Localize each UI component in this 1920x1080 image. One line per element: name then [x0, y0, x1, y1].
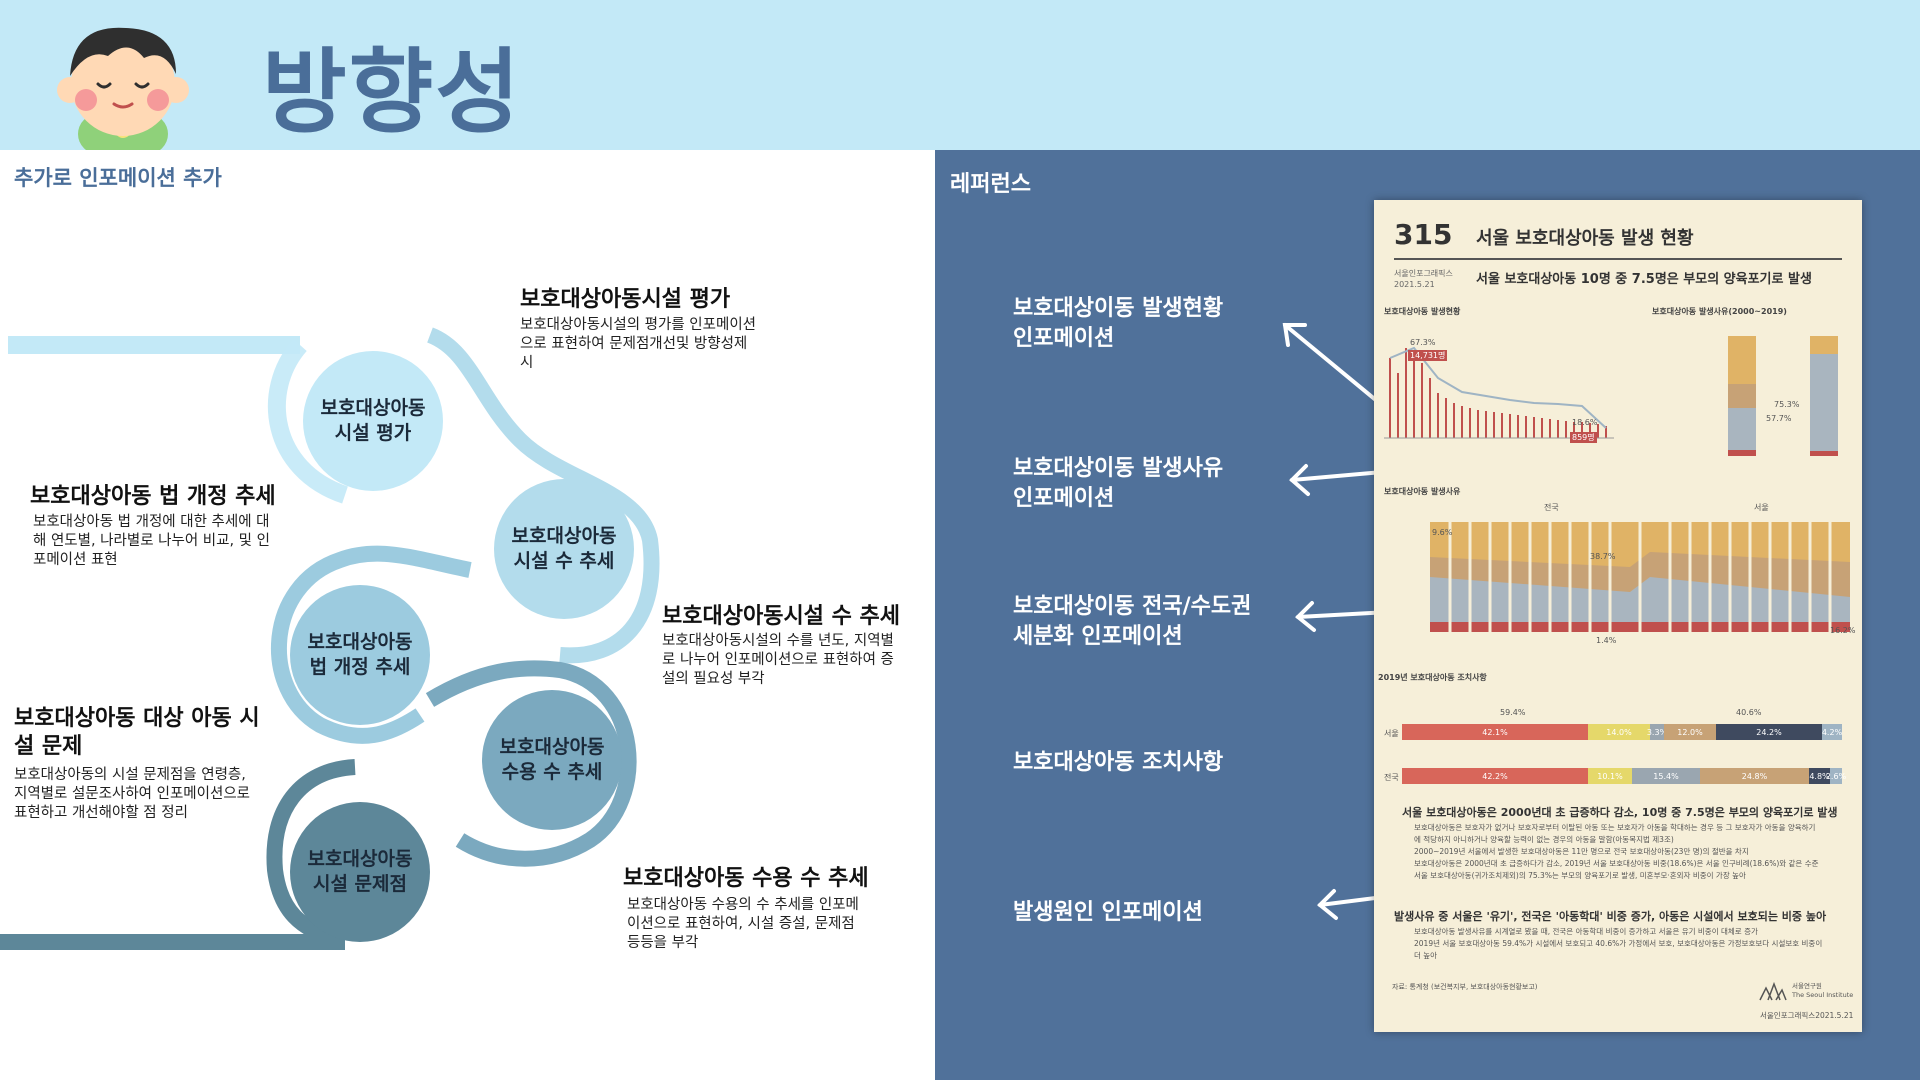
ref-label-reason: 보호대상이동 발생사유 인포메이션 — [1013, 456, 1224, 511]
circle-facility-count-trend: 보호대상아동 시설 수 추세 — [494, 479, 634, 619]
card-footer-source: 자료: 통계청 (보건복지부, 보호대상아동현황보고) — [1392, 983, 1538, 991]
card-pct-96: 9.6% — [1432, 528, 1453, 537]
ref-label-measures: 보호대상아동 조치사항 — [1013, 750, 1224, 775]
reference-subtitle: 레퍼런스 — [950, 172, 1031, 197]
card-headline-2: 발생사유 중 서울은 '유기', 전국은 '아동학대' 비중 증가, 아동은 시… — [1394, 910, 1827, 923]
infographic-card: 315 서울 보호대상아동 발생 현황 서울인포그래픽스 2021.5.21 서… — [1374, 200, 1862, 1032]
seoul-seg-2: 14.0% — [1588, 724, 1650, 740]
nat-seg-3: 15.4% — [1632, 768, 1700, 784]
page-title: 방향성 — [262, 39, 522, 146]
circle-facility-problems: 보호대상아동 시설 문제점 — [290, 802, 430, 942]
card-title: 서울 보호대상아동 발생 현황 — [1476, 228, 1694, 249]
card-home-pct: 40.6% — [1736, 708, 1762, 717]
card-institute: 서울연구원 The Seoul Institute — [1792, 982, 1854, 999]
card-reason-area-chart — [1430, 522, 1850, 632]
ref-label-regional: 보호대상이동 전국/수도권 세분화 인포메이션 — [1013, 594, 1252, 649]
card-measures-national-bar: 42.2% 10.1% 15.4% 24.8% 4.8% 2.6% — [1402, 768, 1846, 784]
card-section-reason-range: 보호대상아동 발생사유(2000~2019) — [1652, 307, 1787, 316]
circle-law-revision-trend: 보호대상아동 법 개정 추세 — [290, 585, 430, 725]
card-reason-column-seoul — [1810, 336, 1838, 456]
card-date: 서울인포그래픽스2021.5.21 — [1760, 1011, 1854, 1020]
label-title-facility-problems: 보호대상아동 대상 아동 시 설 문제 — [14, 706, 260, 759]
nat-seg-1: 42.2% — [1402, 768, 1588, 784]
nat-seg-2: 10.1% — [1588, 768, 1632, 784]
card-body-1: 보호대상아동은 보호자가 없거나 보호자로부터 이탈된 아동 또는 보호자가 아… — [1414, 823, 1819, 880]
card-section-measures: 2019년 보호대상아동 조치사항 — [1378, 673, 1487, 682]
card-section-reason: 보호대상아동 발생사유 — [1384, 487, 1461, 496]
nat-seg-5: 4.8% — [1809, 768, 1830, 784]
card-number: 315 — [1394, 218, 1453, 251]
ref-label-cause: 발생원인 인포메이션 — [1013, 900, 1203, 925]
card-row-seoul: 서울 — [1384, 729, 1399, 738]
circle-facility-evaluation: 보호대상아동 시설 평가 — [303, 351, 443, 491]
seoul-seg-6: 4.2% — [1822, 724, 1842, 740]
label-title-facility-evaluation: 보호대상아동시설 평가 — [520, 287, 731, 312]
card-pct-673: 67.3% — [1410, 338, 1436, 347]
card-col-seoul: 서울 — [1754, 503, 1769, 512]
label-desc-facility-problems: 보호대상아동의 시설 문제점을 연령층, 지역별로 설문조사하여 인포메이션으로… — [14, 767, 250, 821]
card-count-859: 859명 — [1570, 432, 1597, 443]
card-occurrence-chart — [1384, 346, 1614, 439]
card-occurrence-bars — [1389, 348, 1607, 438]
seoul-seg-3: 3.3% — [1647, 724, 1667, 740]
card-pct-753: 75.3% — [1774, 400, 1800, 409]
label-desc-law-revision: 보호대상아동 법 개정에 대한 추세에 대 해 연도별, 나라별로 나누어 비교… — [33, 514, 270, 568]
seoul-seg-5: 24.2% — [1716, 724, 1822, 740]
label-desc-facility-count: 보호대상아동시설의 수를 년도, 지역별 로 나누어 인포메이션으로 표현하여 … — [662, 633, 894, 687]
header-banner — [0, 0, 1920, 150]
card-source: 서울인포그래픽스 2021.5.21 — [1394, 269, 1453, 289]
card-reason-column-national — [1728, 336, 1756, 456]
card-section-occurrence: 보호대상아동 발생현황 — [1384, 307, 1461, 316]
card-headline-1: 서울 보호대상아동은 2000년대 초 급증하다 감소, 10명 중 7.5명은… — [1402, 806, 1838, 819]
label-title-facility-count: 보호대상아동시설 수 추세 — [662, 604, 900, 629]
card-pct-387: 38.7% — [1590, 552, 1616, 561]
card-measures-seoul-bar: 42.1% 14.0% 3.3% 12.0% 24.2% 4.2% — [1402, 724, 1842, 740]
ref-label-occurrence: 보호대상이동 발생현황 인포메이션 — [1013, 296, 1224, 351]
card-body-2: 보호대상아동 발생사유를 시계열로 봤을 때, 전국은 아동학대 비중이 증가하… — [1414, 927, 1823, 960]
label-desc-facility-evaluation: 보호대상아동시설의 평가를 인포메이션 으로 표현하여 문제점개선및 방향성제 … — [520, 317, 756, 371]
boy-mascot-icon — [57, 27, 189, 150]
card-col-national: 전국 — [1544, 503, 1559, 512]
nat-seg-4: 24.8% — [1700, 768, 1809, 784]
nat-seg-6: 2.6% — [1826, 768, 1846, 784]
card-subtitle: 서울 보호대상아동 10명 중 7.5명은 부모의 양육포기로 발생 — [1476, 272, 1812, 287]
seoul-seg-4: 12.0% — [1664, 724, 1716, 740]
card-count-14731: 14,731명 — [1408, 350, 1448, 361]
card-pct-14: 1.4% — [1596, 636, 1617, 645]
label-title-law-revision: 보호대상아동 법 개정 추세 — [30, 484, 276, 509]
seoul-seg-1: 42.1% — [1402, 724, 1588, 740]
card-occurrence-line — [1389, 346, 1607, 429]
flow-path-diagram — [0, 327, 660, 950]
seoul-institute-logo-icon — [1759, 981, 1787, 1001]
card-pct-162: 16.2% — [1830, 626, 1856, 635]
card-divider — [1394, 258, 1842, 260]
label-desc-admission: 보호대상아동 수용의 수 추세를 인포메 이션으로 표현하여, 시설 증설, 문… — [627, 897, 859, 951]
left-section-subtitle: 추가로 인포메이션 추가 — [14, 166, 222, 190]
card-facility-pct: 59.4% — [1500, 708, 1526, 717]
label-title-admission: 보호대상아동 수용 수 추세 — [623, 866, 869, 891]
card-pct-577: 57.7% — [1766, 414, 1792, 423]
card-row-national: 전국 — [1384, 773, 1399, 782]
circle-admission-trend: 보호대상아동 수용 수 추세 — [482, 690, 622, 830]
card-pct-186: 18.6% — [1572, 418, 1598, 427]
